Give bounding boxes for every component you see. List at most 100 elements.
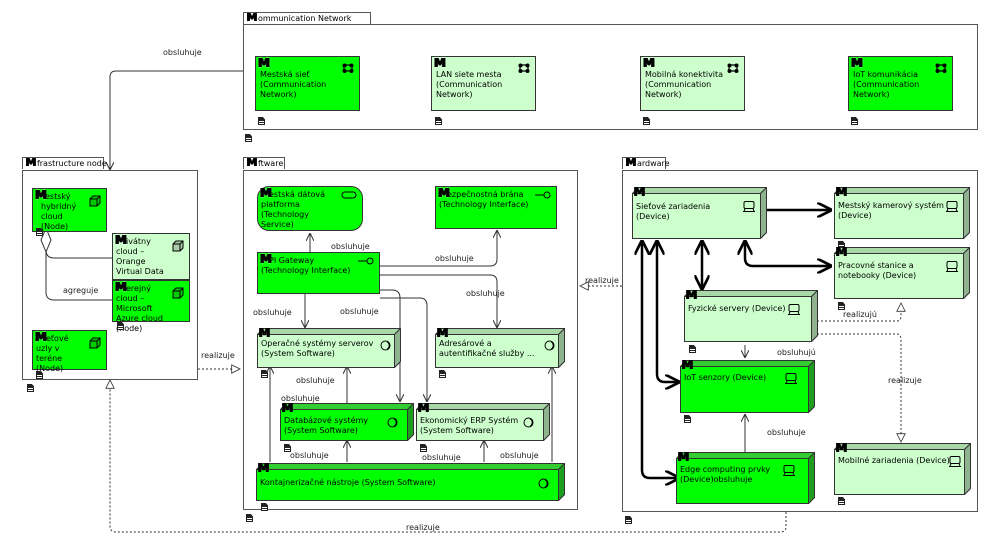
archi-logo-icon: M <box>417 401 429 415</box>
archi-logo-icon: M <box>436 326 448 340</box>
system-software-operacne-systemy[interactable]: M Operačné systémy serverov (System Soft… <box>257 327 401 368</box>
device-icon <box>946 261 958 272</box>
archi-logo-icon: M <box>835 441 847 455</box>
group-title: frastructure node <box>36 159 107 168</box>
connection-label: obsluhuje <box>163 48 202 57</box>
element-label: Mobilná konektivita (Communication Netwo… <box>645 70 724 99</box>
element-label: estský hybridný cloud (Node) <box>41 192 77 231</box>
device-pracovne-stanice-notebooky[interactable]: M Pracovné stanice a notebooky (Device) <box>834 246 970 299</box>
document-icon <box>284 444 291 452</box>
connection-label: obsluhuje <box>340 307 379 316</box>
connection-label: obsluhuje <box>500 451 539 460</box>
document-icon <box>117 322 124 330</box>
archi-logo-icon: M <box>281 401 293 415</box>
connection-label: agreguje <box>63 286 99 295</box>
archi-logo-icon: M <box>115 280 127 294</box>
system-software-icon <box>544 340 555 351</box>
service-mestska-datova-platforma[interactable]: M estská dátová platforma (Technology Se… <box>257 186 363 231</box>
network-icon <box>342 63 354 73</box>
element-label: estská dátová platforma (Technology Serv… <box>261 190 325 229</box>
system-software-icon <box>523 417 534 428</box>
group-tab-infrastructure[interactable]: Mfrastructure node <box>22 157 107 169</box>
element-label: Kontajnerizačné nástroje (System Softwar… <box>260 478 436 487</box>
document-icon <box>435 117 442 125</box>
system-software-ekonomicky-erp[interactable]: M Ekonomický ERP Systém (System Software… <box>416 401 550 441</box>
system-software-kontajnerizacne-nastroje[interactable]: M Kontajnerizačné nástroje (System Softw… <box>256 461 565 501</box>
document-icon <box>838 241 845 249</box>
node-sietove-uzly-v-terene[interactable]: M eťové uzly v teréne (Node) <box>32 330 107 373</box>
system-software-adresarove-sluzby[interactable]: M Adresárové a autentifikačné služby ... <box>435 326 565 368</box>
device-edge-computing-prvky[interactable]: M Edge computing prvky (Device)obsluhuje <box>676 451 815 504</box>
archi-logo-icon: M <box>245 156 258 169</box>
document-icon <box>27 384 34 392</box>
document-icon <box>246 514 253 522</box>
interface-bezpecnostna-brana[interactable]: M ezpečnostná brána (Technology Interfac… <box>435 186 557 229</box>
connection-label: obsluhuje <box>296 376 335 385</box>
node-icon <box>89 195 101 207</box>
device-sietove-zariadenia[interactable]: M Sieťové zariadenia (Device) <box>632 185 767 239</box>
group-tab-communication[interactable]: Mommunication Network <box>243 12 371 24</box>
comm-element-lan-siete[interactable]: M LAN siete mesta (Communication Network… <box>431 56 536 111</box>
box-3d-shape <box>834 187 970 239</box>
device-mestsky-kamerovy-system[interactable]: M Mestský kamerový systém (Device) <box>834 186 970 239</box>
interface-icon <box>535 191 551 199</box>
system-software-icon <box>538 478 549 489</box>
device-icon <box>783 465 795 476</box>
group-software[interactable] <box>243 170 578 510</box>
archi-logo-icon: M <box>685 288 697 302</box>
group-tab-software[interactable]: Mftware <box>243 157 285 169</box>
archi-logo-icon: M <box>260 186 272 200</box>
element-label: Edge computing prvky (Device)obsluhuje <box>680 465 771 484</box>
system-software-icon <box>387 417 398 428</box>
element-label: Mobilné zariadenia (Device) <box>838 456 950 465</box>
connection-label: obsluhuje <box>281 394 320 403</box>
element-label: eťové uzly v teréne (Node) <box>36 334 69 373</box>
group-hardware[interactable] <box>622 170 978 512</box>
interface-api-gateway[interactable]: M PI Gateway (Technology Interface) <box>257 252 380 294</box>
node-icon <box>172 240 184 252</box>
group-title: ardware <box>636 159 670 168</box>
box-3d-shape <box>435 328 565 368</box>
connection-label: obsluhujú <box>777 348 816 357</box>
element-label: PI Gateway (Technology Interface) <box>261 256 351 275</box>
archi-logo-icon: M <box>258 56 270 70</box>
element-label: Mestská sieť (Communication Network) <box>260 70 327 99</box>
comm-element-mestska-siet[interactable]: M Mestská sieť (Communication Network) <box>255 56 360 111</box>
system-software-databazove-systemy[interactable]: M Databázové systémy (System Software) <box>280 401 414 441</box>
device-iot-senzory[interactable]: M IoT senzory (Device) <box>680 359 815 413</box>
node-verejny-cloud-azure[interactable]: M erejný cloud – Microsoft Azure cloud (… <box>112 280 190 333</box>
document-icon <box>838 302 845 310</box>
connection-label: realizuje <box>201 351 235 360</box>
archi-logo-icon: M <box>633 185 645 199</box>
device-fyzicke-servery[interactable]: M Fyzické servery (Device) <box>684 288 818 342</box>
group-communication-network[interactable] <box>243 24 978 130</box>
box-3d-shape <box>280 403 414 441</box>
comm-element-mobilna-konektivita[interactable]: M Mobilná konektivita (Communication Net… <box>640 56 745 111</box>
box-3d-shape <box>257 328 401 368</box>
archi-logo-icon: M <box>851 56 863 70</box>
archi-logo-icon: M <box>434 56 446 70</box>
element-label: IoT senzory (Device) <box>684 373 767 382</box>
group-tab-hardware[interactable]: Mardware <box>622 157 670 169</box>
network-icon <box>935 63 947 73</box>
document-icon <box>625 516 632 524</box>
device-mobilne-zariadenia[interactable]: M Mobilné zariadenia (Device) <box>834 441 971 495</box>
archi-logo-icon: M <box>35 330 47 344</box>
group-infrastructure-node[interactable] <box>22 170 198 380</box>
connection-label: obsluhuje <box>331 242 370 251</box>
comm-element-iot-komunikacia[interactable]: M IoT komunikácia (Communication Network… <box>848 56 953 111</box>
document-icon <box>684 415 691 423</box>
element-label: Ekonomický ERP Systém (System Software) <box>420 416 519 435</box>
node-mestsky-hybridny-cloud[interactable]: M estský hybridný cloud (Node) <box>32 188 107 232</box>
archi-logo-icon: M <box>643 56 655 70</box>
document-icon <box>245 134 252 142</box>
node-privatny-cloud-orange[interactable]: M ivátny cloud – Orange Virtual Data ... <box>112 233 190 286</box>
archi-logo-icon: M <box>257 461 269 475</box>
document-icon <box>643 117 650 125</box>
document-icon <box>689 345 696 353</box>
network-icon <box>727 63 739 73</box>
connection-label: obsluhuje <box>253 308 292 317</box>
element-label: ezpečnostná brána (Technology Interface) <box>439 190 529 209</box>
element-label: IoT komunikácia (Communication Network) <box>853 70 920 99</box>
box-3d-shape <box>834 443 971 495</box>
